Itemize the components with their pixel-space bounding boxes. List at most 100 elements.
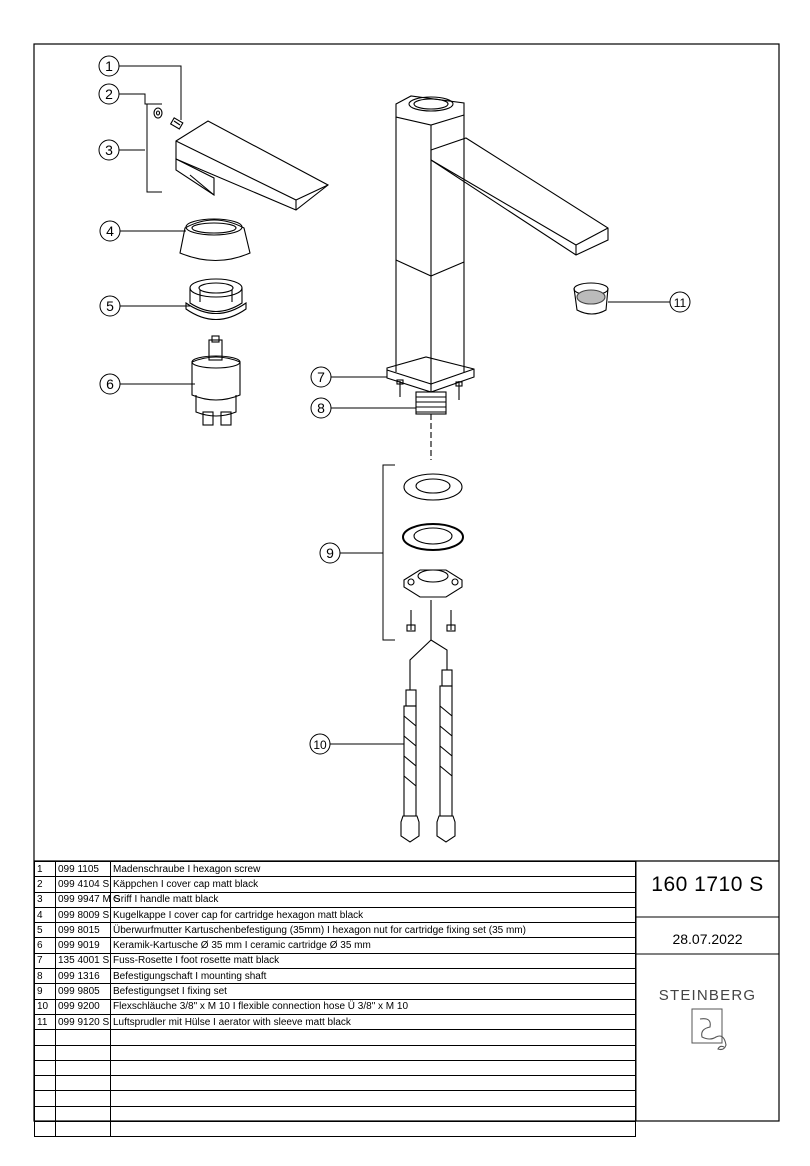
part-flex-hoses (400, 639, 456, 843)
part-description: Fuss-Rosette I foot rosette matt black (110, 952, 636, 970)
callout-2: 2 (98, 83, 120, 105)
part-cover-cap (153, 107, 163, 119)
part-position (34, 1044, 56, 1061)
callout-5: 5 (99, 295, 121, 317)
faucet-body (395, 95, 609, 385)
callout-3: 3 (98, 139, 120, 161)
part-position: 5 (34, 922, 56, 939)
part-handle (175, 120, 330, 211)
part-position (34, 1090, 56, 1107)
part-description: Kugelkappe I cover cap for cartridge hex… (110, 906, 636, 924)
brand-logo-icon (691, 1008, 727, 1051)
callout-label: 3 (105, 142, 113, 158)
part-number: 099 9805 (55, 983, 111, 1000)
part-position: 9 (34, 983, 56, 1000)
part-position: 7 (34, 952, 56, 970)
part-position (34, 1029, 56, 1046)
part-position: 10 (34, 998, 56, 1015)
brand-name: STEINBERG (658, 987, 757, 1004)
table-row (34, 1044, 636, 1061)
article-number: 160 1710 S (651, 873, 764, 896)
part-position: 6 (34, 937, 56, 954)
part-number: 099 8009 S (55, 906, 111, 924)
part-description: Madenschraube I hexagon screw (110, 860, 636, 878)
callout-9: 9 (319, 542, 341, 564)
part-position: 8 (34, 968, 56, 985)
table-row (34, 1105, 636, 1123)
part-description: Griff I handle matt black (110, 891, 636, 908)
callout-label: 11 (674, 296, 687, 310)
title-block: 160 1710 S 28.07.2022 STEINBERG (636, 861, 779, 1121)
part-hexagon-nut (185, 278, 247, 320)
part-number (55, 1029, 111, 1046)
part-description (110, 1044, 636, 1061)
part-description: Flexschläuche 3/8" x M 10 I flexible con… (110, 998, 636, 1015)
part-position (34, 1121, 56, 1138)
part-description: Befestigungset I fixing set (110, 983, 636, 1000)
part-description: Keramik-Kartusche Ø 35 mm I ceramic cart… (110, 937, 636, 954)
part-position (34, 1059, 56, 1077)
part-number: 099 1316 (55, 968, 111, 985)
callout-11: 11 (669, 291, 691, 313)
bracket-9 (382, 464, 395, 641)
part-position: 11 (34, 1013, 56, 1031)
callout-label: 9 (326, 545, 334, 561)
part-description (110, 1121, 636, 1138)
drawing-date: 28.07.2022 (672, 931, 743, 947)
part-number: 099 9947 M S (55, 891, 120, 908)
part-number: 099 4104 S (55, 876, 111, 893)
part-description (110, 1029, 636, 1046)
bracket-3 (146, 103, 162, 193)
callout-label: 10 (313, 738, 327, 752)
part-ceramic-cartridge (191, 335, 241, 426)
callout-4: 4 (99, 220, 121, 242)
part-description (110, 1059, 636, 1077)
part-description: Käppchen I cover cap matt black (110, 876, 636, 893)
part-position: 1 (34, 860, 56, 878)
callout-7: 7 (310, 366, 332, 388)
callout-6: 6 (99, 373, 121, 395)
part-number (55, 1090, 111, 1107)
part-hexagon-screw (169, 117, 184, 130)
callout-label: 6 (106, 376, 114, 392)
part-description (110, 1090, 636, 1107)
part-number (55, 1105, 111, 1123)
leader-line-2 (118, 93, 158, 105)
part-position: 4 (34, 906, 56, 924)
part-position (34, 1075, 56, 1092)
part-position: 3 (34, 891, 56, 908)
part-description: Luftsprudler mit Hülse I aerator with sl… (110, 1013, 636, 1031)
part-number (55, 1044, 111, 1061)
callout-label: 8 (317, 400, 325, 416)
part-number: 099 9120 S (55, 1013, 111, 1031)
table-row (34, 1075, 636, 1092)
table-row (34, 1121, 636, 1138)
part-spherical-cap (179, 218, 251, 261)
callout-label: 7 (317, 369, 325, 385)
part-fixing-set (402, 473, 464, 640)
part-description: Befestigungschaft I mounting shaft (110, 968, 636, 985)
part-number: 135 4001 S (55, 952, 111, 970)
part-mounting-shaft (415, 391, 447, 415)
part-foot-rosette (386, 356, 475, 400)
table-row (34, 1029, 636, 1046)
part-position (34, 1105, 56, 1123)
table-row (34, 1090, 636, 1107)
callout-label: 4 (106, 223, 114, 239)
table-row (34, 1059, 636, 1077)
callout-label: 5 (106, 298, 114, 314)
